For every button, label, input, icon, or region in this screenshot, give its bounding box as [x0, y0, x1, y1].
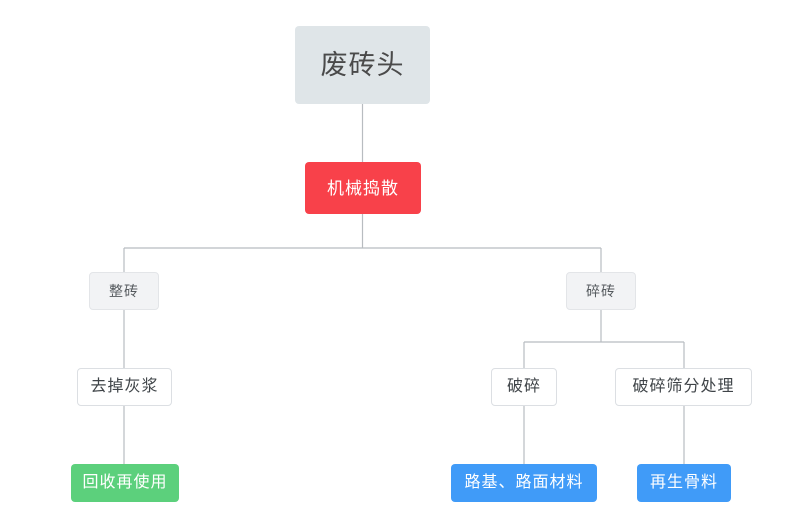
node-feizhuantou[interactable]: 废砖头 — [295, 26, 430, 104]
node-zaishengguliao[interactable]: 再生骨料 — [637, 464, 731, 502]
node-jixiedaosan[interactable]: 机械捣散 — [305, 162, 421, 214]
node-suizhuan[interactable]: 碎砖 — [566, 272, 636, 310]
node-qudiaohuijiang[interactable]: 去掉灰浆 — [77, 368, 172, 406]
node-lujilumiancailiao[interactable]: 路基、路面材料 — [451, 464, 597, 502]
node-posuishaifenchuli[interactable]: 破碎筛分处理 — [615, 368, 752, 406]
node-posui[interactable]: 破碎 — [491, 368, 557, 406]
node-huishouzaishiyong[interactable]: 回收再使用 — [71, 464, 179, 502]
node-zhengzhuan[interactable]: 整砖 — [89, 272, 159, 310]
